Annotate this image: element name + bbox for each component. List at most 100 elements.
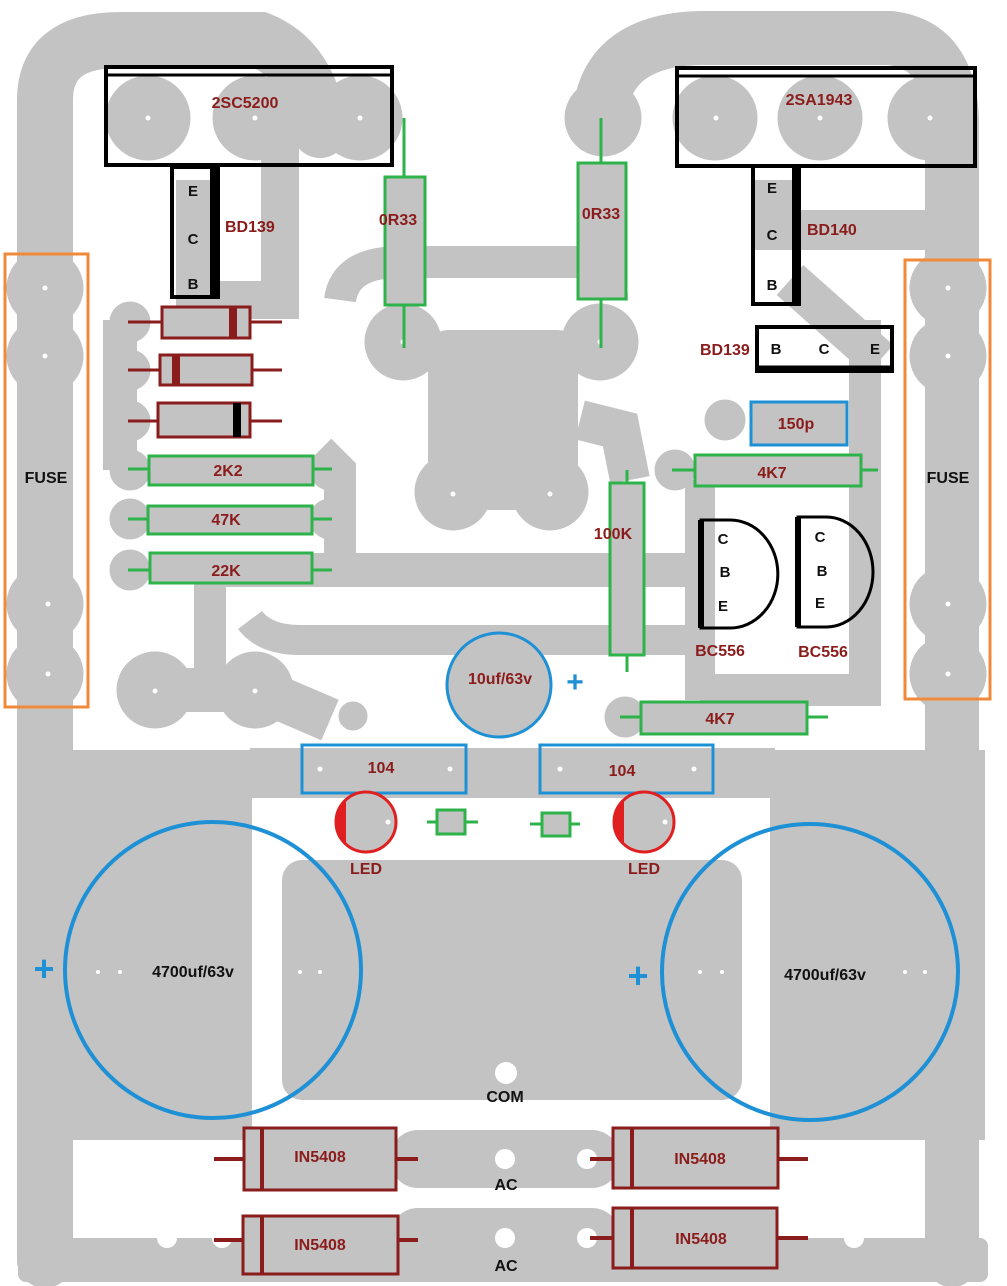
transistor-bd139-left-label: BD139 [225,219,275,236]
svg-text:4700uf/63v: 4700uf/63v [784,967,866,984]
svg-text:4K7: 4K7 [705,711,734,728]
svg-text:0R33: 0R33 [379,212,417,229]
svg-text:LED: LED [350,861,382,878]
resistor-4k7-bottom: 4K7 [620,700,828,736]
small-diode-1 [128,305,282,340]
resistor-4k7-top: 4K7 [672,453,878,488]
svg-text:IN5408: IN5408 [294,1237,346,1254]
terminal-ac-top-label: AC [494,1177,518,1194]
pin-label-c: C [767,227,778,244]
transistor-bc556-1-label: BC556 [695,643,745,660]
transistor-bd139-vbe-body [755,325,894,373]
trace-center-top [324,246,628,304]
trace-center-right [575,400,650,484]
pin-label-e: E [815,595,825,612]
trace-right-bus [700,320,881,706]
pin-label-b: B [720,564,731,581]
svg-text:22K: 22K [211,563,241,580]
pad [338,701,368,731]
transistor-2sc5200-body [104,65,394,167]
pad [6,635,84,713]
transistor-bc556-2-body [796,515,875,629]
pin-label-e: E [767,180,777,197]
svg-text:4K7: 4K7 [757,465,786,482]
svg-text:IN5408: IN5408 [674,1151,726,1168]
resistor-100k: 100K [594,470,646,672]
resistor-47k: 47K [128,504,332,536]
trace-h-620 [238,610,690,655]
plus-icon: + [627,955,648,996]
plus-icon: + [33,948,54,989]
svg-text:10uf/63v: 10uf/63v [468,671,532,688]
trace-outer-left [16,12,348,1286]
pin-label-e: E [870,341,880,358]
fuse-right-label: FUSE [927,470,970,487]
capacitor-104-left: 104 [300,743,468,795]
transistor-2sc5200-label: 2SC5200 [212,95,279,112]
transistor-bc556-2-label: BC556 [798,644,848,661]
svg-text:2K2: 2K2 [213,463,242,480]
small-diode-2 [128,353,282,387]
plane-ground-right [770,750,985,1140]
pin-label-c: C [718,531,729,548]
svg-text:0R33: 0R33 [582,206,620,223]
diode-in5408-1: IN5408 [214,1126,418,1192]
capacitor-10uf: 10uf/63v + [445,631,584,739]
led-right: LED [612,790,676,878]
capacitor-4700uf-left: 4700uf/63v + [33,820,363,1120]
svg-text:IN5408: IN5408 [675,1231,727,1248]
diode-in5408-2: IN5408 [590,1126,808,1190]
fuse-right-outline [903,258,992,701]
transistor-bd139-vbe-label: BD139 [700,342,750,359]
resistor-22k: 22K [128,551,332,585]
svg-text:100K: 100K [594,526,633,543]
capacitor-104-right: 104 [538,743,715,795]
transistor-bc556-1-body [699,518,780,630]
plus-icon: + [566,666,584,699]
svg-text:LED: LED [628,861,660,878]
led-resistor-right [530,811,580,838]
pin-label-c: C [819,341,830,358]
resistor-2k2: 2K2 [128,454,332,487]
diode-in5408-4: IN5408 [590,1206,808,1270]
fuse-left-label: FUSE [25,470,68,487]
small-diode-3 [128,401,282,439]
svg-text:104: 104 [609,763,636,780]
transistor-2sa1943-label: 2SA1943 [786,92,853,109]
led-resistor-left [427,808,478,836]
pin-label-c: C [815,529,826,546]
svg-text:IN5408: IN5408 [294,1149,346,1166]
plane-top-mid [250,748,775,798]
pad [564,79,642,157]
terminal-ac-bottom-label: AC [494,1258,518,1275]
terminal-com-label: COM [486,1089,523,1106]
transistor-2sa1943-body [675,66,977,168]
svg-text:47K: 47K [211,512,241,529]
transistor-bd139-left-body [170,165,220,299]
pin-label-b: B [771,341,782,358]
pin-label-e: E [188,183,198,200]
trace-drv-right [755,180,940,250]
capacitor-150p: 150p [749,400,849,447]
transistor-bd140-label: BD140 [807,222,857,239]
pin-label-b: B [188,276,199,293]
led-left: LED [334,790,398,878]
plane-ground-left [22,750,252,1140]
capacitor-4700uf-right: 4700uf/63v + [627,822,960,1122]
pad [363,553,393,583]
transistor-bd140-body [751,164,801,306]
pad [6,565,84,643]
trace-drv-left [176,90,299,319]
resistor-0r33-left: 0R33 [379,118,427,348]
diode-in5408-3: IN5408 [214,1214,418,1276]
pin-label-b: B [817,563,828,580]
svg-text:150p: 150p [778,416,815,433]
svg-text:104: 104 [368,760,395,777]
pin-label-b: B [767,277,778,294]
pin-label-c: C [188,231,199,248]
pad [704,399,746,441]
fuse-left-outline [3,252,90,709]
svg-text:4700uf/63v: 4700uf/63v [152,964,234,981]
resistor-0r33-right: 0R33 [576,118,628,348]
